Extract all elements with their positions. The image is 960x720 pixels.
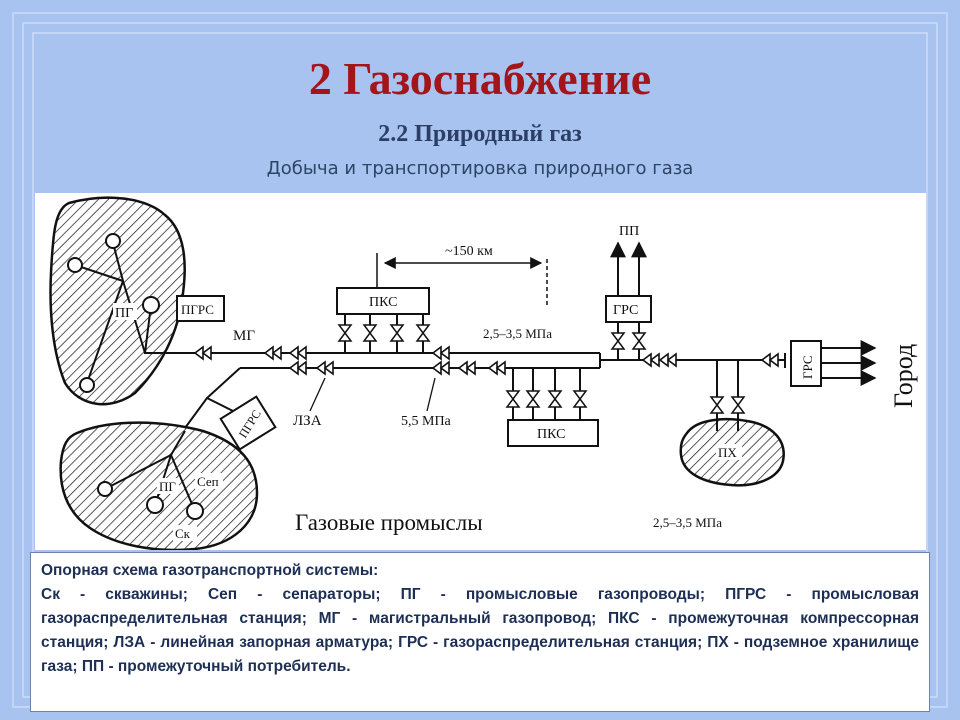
label-pressure-low: 5,5 МПа bbox=[401, 414, 452, 429]
legend-panel: Опорная схема газотранспортной системы: … bbox=[30, 552, 930, 712]
label-pgrs-top: ПГРС bbox=[181, 302, 214, 317]
grs-top-box bbox=[605, 295, 652, 323]
pressure-low-pointer bbox=[426, 377, 436, 412]
slide-title: 2 Газоснабжение bbox=[308, 53, 652, 104]
label-sk: Ск bbox=[175, 526, 191, 541]
pgrs-bottom-box bbox=[219, 395, 277, 451]
pks-bottom-pipes bbox=[512, 368, 581, 421]
pks-bottom-valves bbox=[505, 390, 588, 408]
label-pg-top: ПГ bbox=[115, 306, 133, 321]
well-circles-bottom bbox=[97, 481, 204, 520]
legend-text: Ск - скважины; Сеп - сепараторы; ПГ - пр… bbox=[41, 586, 919, 675]
label-city: Город bbox=[889, 344, 918, 408]
valves bbox=[193, 345, 779, 376]
slide-subtitle: 2.2 Природный газ bbox=[378, 121, 582, 147]
px-valves bbox=[709, 396, 746, 414]
label-pressure-mid: 2,5–3,5 МПа bbox=[483, 326, 552, 341]
label-mg: МГ bbox=[233, 328, 255, 344]
pks-top-pipes bbox=[344, 312, 424, 353]
label-distance: ~150 км bbox=[445, 244, 493, 259]
label-grs-top: ГРС bbox=[613, 303, 638, 318]
bottom-field-branch bbox=[184, 367, 241, 429]
label-pg-bottom: ПГ bbox=[159, 479, 176, 494]
label-sep: Сеп bbox=[197, 474, 219, 489]
label-grs-city: ГРС bbox=[800, 355, 815, 379]
lza-pointer bbox=[309, 377, 326, 412]
grs-city-box bbox=[790, 340, 822, 387]
pks-top-box bbox=[336, 287, 430, 315]
distance-dimension bbox=[376, 253, 548, 305]
gas-transport-diagram: ПГ ПГРС МГ ПГРС ПК bbox=[35, 193, 926, 550]
grs-top-valves bbox=[610, 332, 647, 350]
city-arrows bbox=[821, 340, 877, 386]
legend-heading: Опорная схема газотранспортной системы: bbox=[41, 562, 379, 579]
label-px: ПХ bbox=[718, 445, 737, 460]
label-lza: ЛЗА bbox=[293, 413, 322, 429]
label-pp: ПП bbox=[619, 224, 639, 239]
slide-caption: Добыча и транспортировка природного газа bbox=[266, 158, 694, 179]
pgrs-top-box bbox=[176, 295, 225, 322]
pks-top-valves bbox=[337, 324, 431, 342]
diagram-canvas: ПГ ПГРС МГ ПГРС ПК bbox=[49, 196, 918, 550]
label-pressure-bottom: 2,5–3,5 МПа bbox=[653, 515, 722, 530]
pks-bottom-box bbox=[507, 419, 599, 447]
well-circles-top bbox=[67, 233, 160, 393]
label-fields: Газовые промыслы bbox=[295, 510, 483, 535]
label-pks-top: ПКС bbox=[369, 295, 397, 310]
label-pks-bottom: ПКС bbox=[537, 427, 565, 442]
gas-field-top bbox=[49, 196, 186, 406]
